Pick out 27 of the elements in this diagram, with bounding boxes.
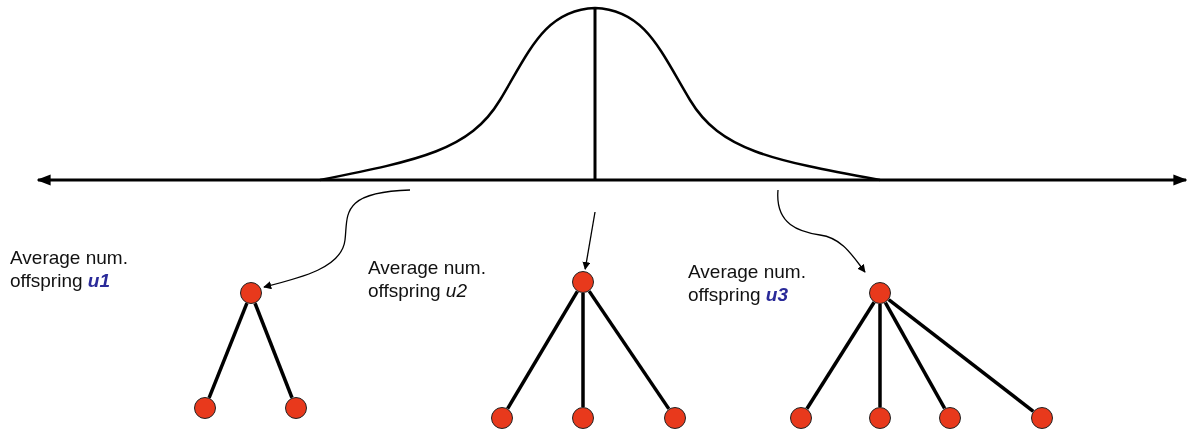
tree-branch [887, 298, 1035, 413]
tree-node-circle [194, 397, 216, 419]
offspring-label: Average num. offspring u1 [10, 246, 129, 292]
offspring-label: Average num. offspring u2 [368, 256, 487, 302]
tree-branch [878, 304, 882, 407]
tree-node-circle [285, 397, 307, 419]
tree-branch [805, 301, 876, 410]
tree-branch [883, 301, 947, 410]
tree-node-circle [572, 407, 594, 429]
arrow [582, 211, 596, 270]
offspring-label: Average num. offspring u3 [688, 260, 807, 306]
tree-node-circle [1031, 407, 1053, 429]
tree-node-circle [664, 407, 686, 429]
tree-branch [506, 290, 579, 410]
tree-branch [581, 293, 585, 407]
tree-node-circle [790, 407, 812, 429]
tree-node-circle [869, 407, 891, 429]
arrow [777, 189, 866, 273]
tree-node-circle [939, 407, 961, 429]
tree-node-circle [869, 282, 891, 304]
tree-branch [587, 290, 671, 410]
tree-node-circle [240, 282, 262, 304]
arrow [263, 189, 411, 290]
tree-node-circle [491, 407, 513, 429]
tree-node-circle [572, 271, 594, 293]
tree-branch [207, 302, 249, 399]
tree-branch [253, 302, 294, 399]
